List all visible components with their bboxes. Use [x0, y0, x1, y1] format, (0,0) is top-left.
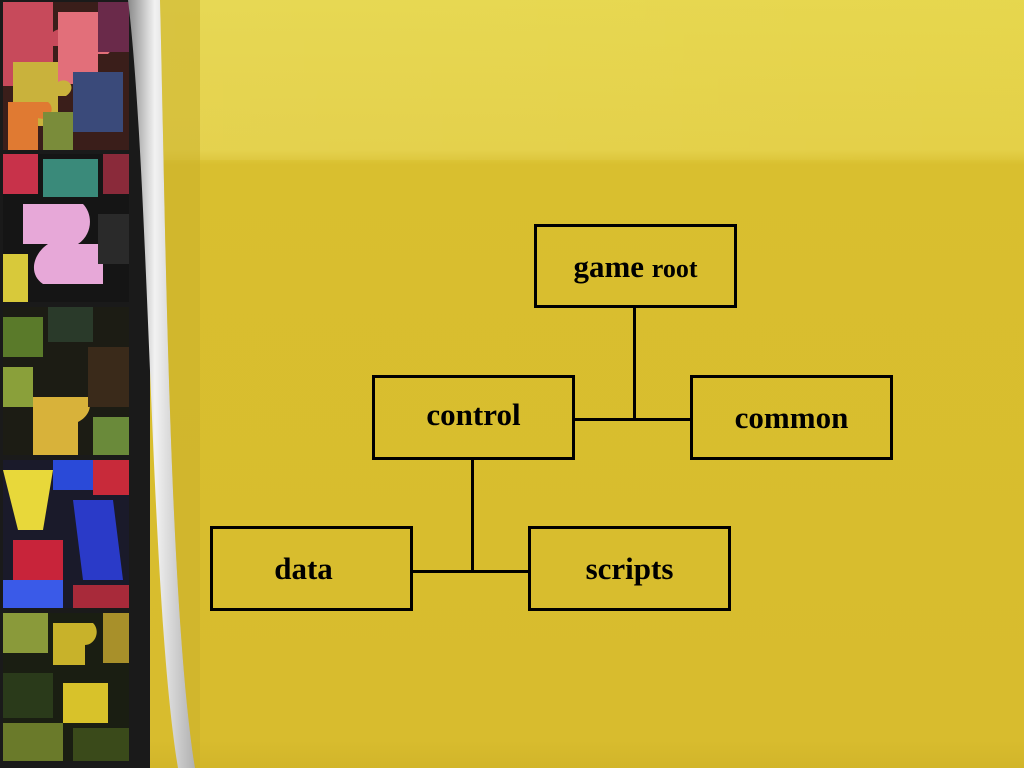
node-common-label: common: [734, 400, 849, 435]
background-sheen: [150, 0, 1024, 160]
puzzle-photo-1: [3, 2, 129, 150]
connector-control-horizontal: [411, 570, 530, 573]
puzzle-photo-3: [3, 307, 129, 455]
puzzle-photo-strip: [0, 0, 150, 768]
puzzle-photo-5: [3, 613, 129, 761]
node-game-root-label: game root: [573, 251, 697, 282]
node-control-label: control: [426, 397, 521, 432]
node-data: data: [210, 526, 413, 611]
node-control: control: [372, 375, 575, 460]
node-game-root-word1: game: [573, 248, 645, 284]
node-game-root-word2: root: [651, 253, 698, 283]
node-scripts-label: scripts: [585, 551, 674, 586]
connector-control-vertical: [471, 458, 474, 572]
puzzle-photo-4: [3, 460, 129, 608]
connector-root-vertical: [633, 307, 636, 420]
node-data-label: data: [274, 551, 333, 586]
node-common: common: [690, 375, 893, 460]
puzzle-photo-2: [3, 154, 129, 302]
node-scripts: scripts: [528, 526, 731, 611]
curved-edge-decoration: [128, 0, 200, 768]
node-game-root: game root: [534, 224, 737, 308]
connector-root-horizontal: [573, 418, 691, 421]
